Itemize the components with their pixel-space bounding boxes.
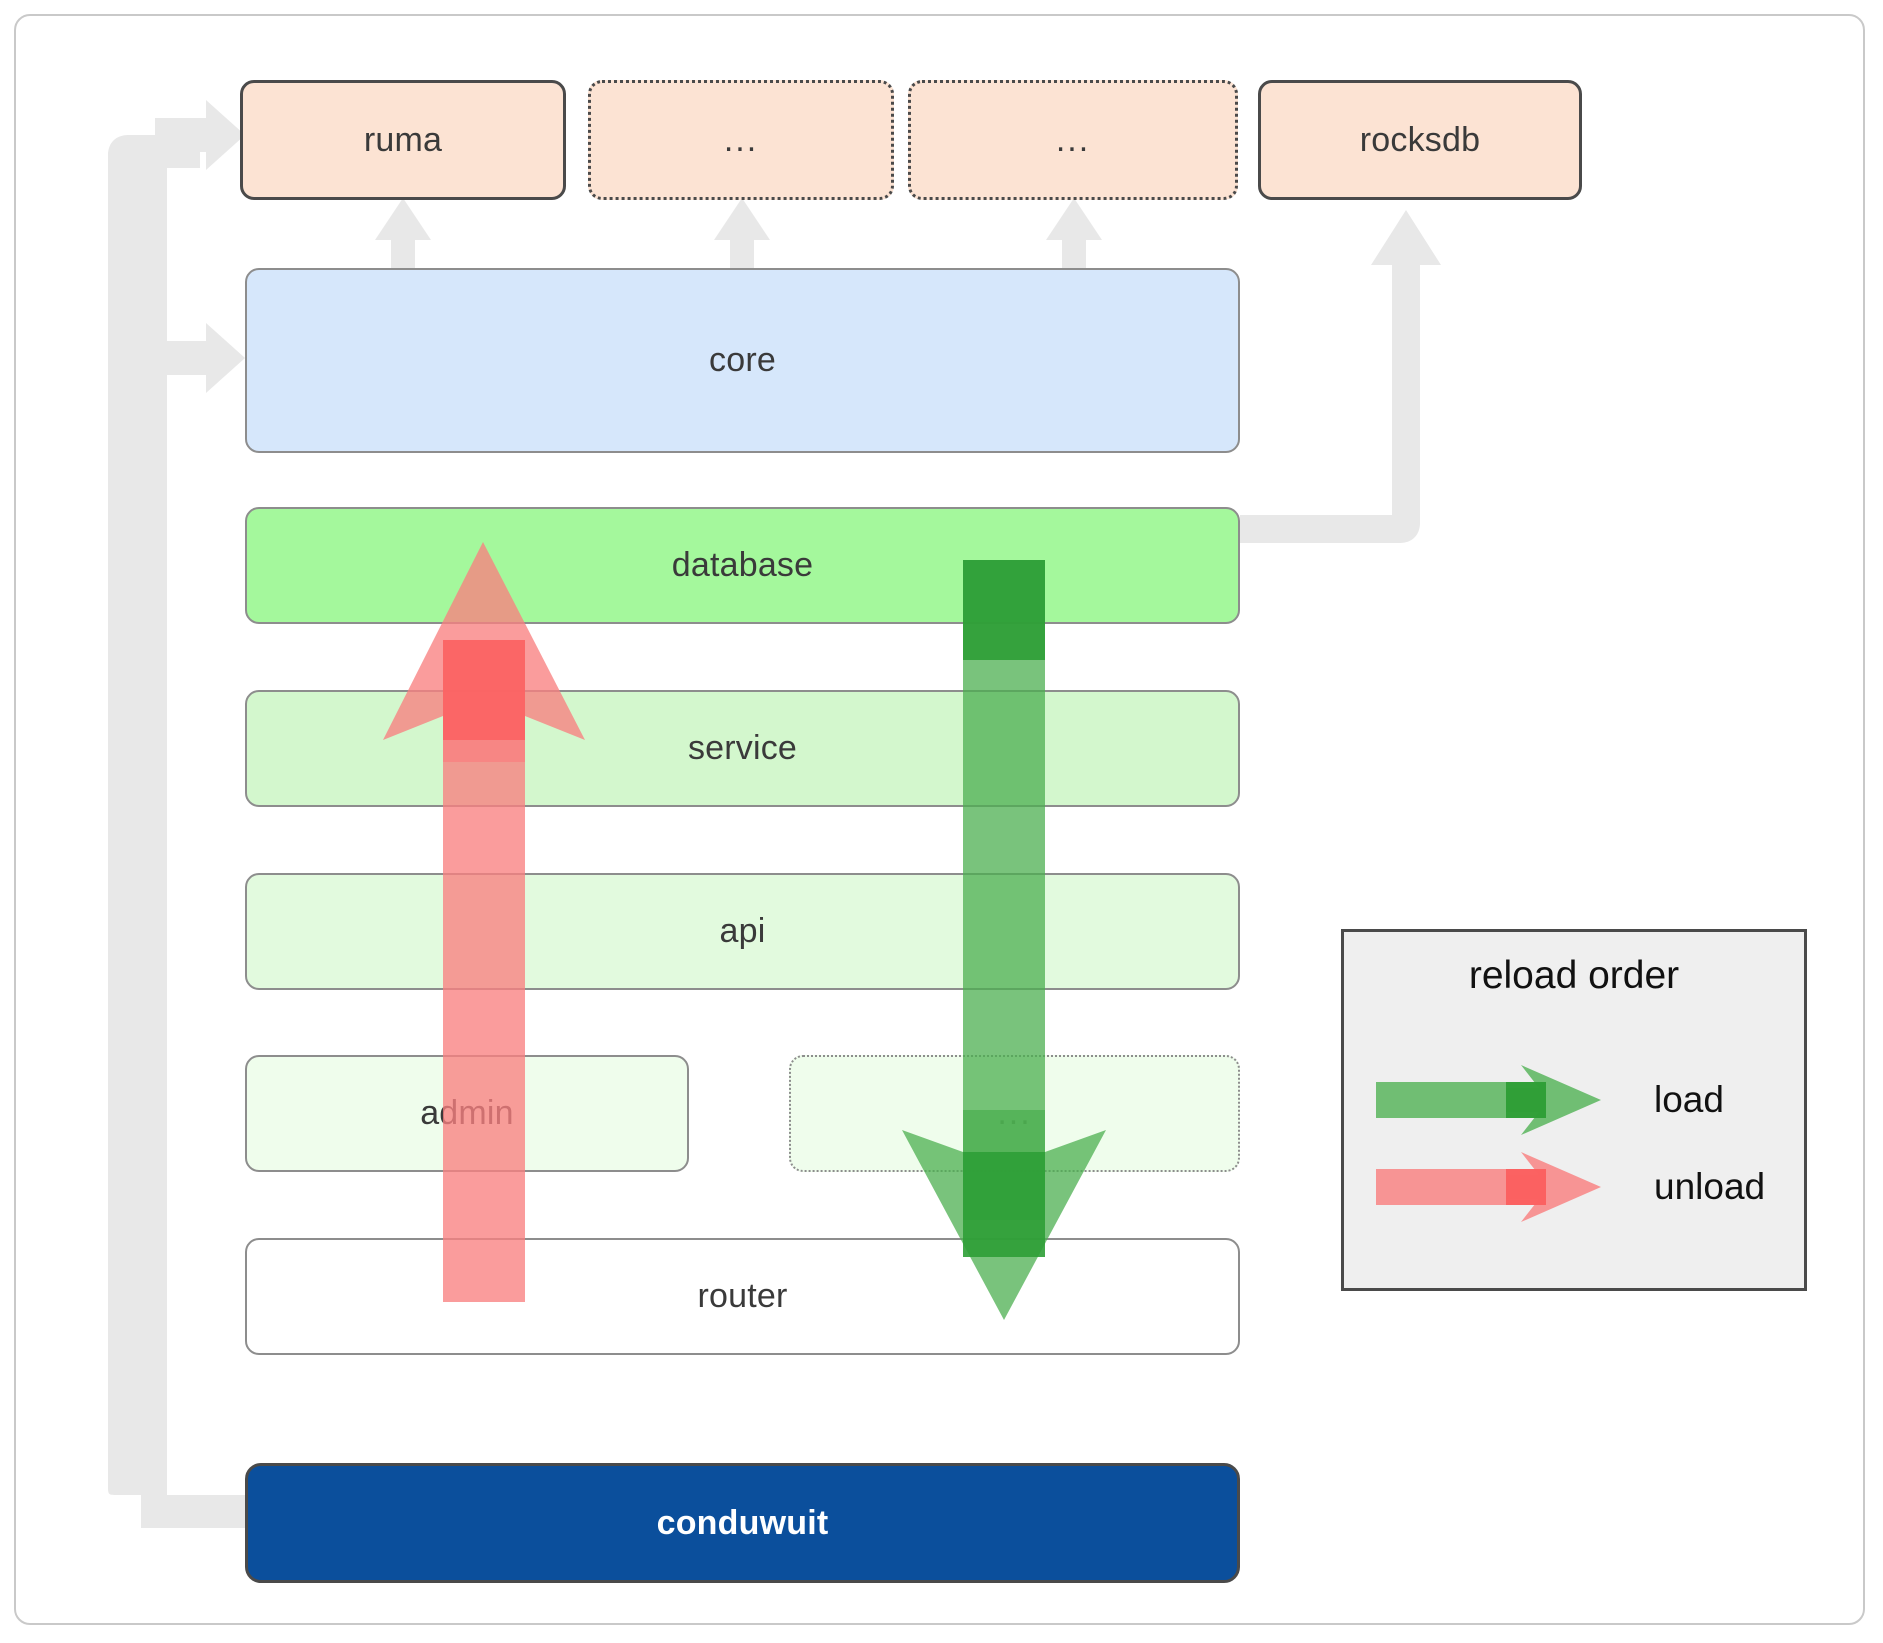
node-ellipsis-2-label: ... (1055, 120, 1091, 159)
node-conduwuit[interactable]: conduwuit (245, 1463, 1240, 1583)
legend-load-arrow-icon (1376, 1065, 1601, 1135)
node-rocksdb[interactable]: rocksdb (1258, 80, 1582, 200)
node-ruma-label: ruma (363, 120, 443, 159)
node-router[interactable]: router (245, 1238, 1240, 1355)
node-stack-ellipsis[interactable]: ... (789, 1055, 1240, 1172)
node-router-label: router (697, 1277, 788, 1315)
legend-unload-arrow-icon (1376, 1152, 1601, 1222)
node-core-label: core (709, 341, 776, 379)
legend-unload-label: unload (1654, 1166, 1766, 1207)
node-admin-label: admin (420, 1094, 514, 1132)
node-api[interactable]: api (245, 873, 1240, 990)
legend-unload-row: unload (1344, 1142, 1804, 1232)
legend-title: reload order (1468, 954, 1680, 997)
node-ellipsis-1-label: ... (723, 120, 759, 159)
node-stack-ellipsis-label: ... (997, 1094, 1032, 1133)
node-conduwuit-label: conduwuit (656, 1503, 829, 1542)
node-api-label: api (719, 912, 766, 950)
node-rocksdb-label: rocksdb (1359, 120, 1481, 159)
node-service-label: service (687, 729, 798, 767)
node-admin[interactable]: admin (245, 1055, 689, 1172)
node-core[interactable]: core (245, 268, 1240, 453)
node-ellipsis-1[interactable]: ... (588, 80, 894, 200)
node-ellipsis-2[interactable]: ... (908, 80, 1238, 200)
legend-load-label: load (1654, 1079, 1724, 1120)
legend-load-row: load (1344, 1055, 1804, 1145)
node-ruma[interactable]: ruma (240, 80, 566, 200)
node-service[interactable]: service (245, 690, 1240, 807)
node-database-label: database (671, 546, 814, 584)
node-database[interactable]: database (245, 507, 1240, 624)
legend-panel: reload order load unload (1341, 929, 1807, 1291)
